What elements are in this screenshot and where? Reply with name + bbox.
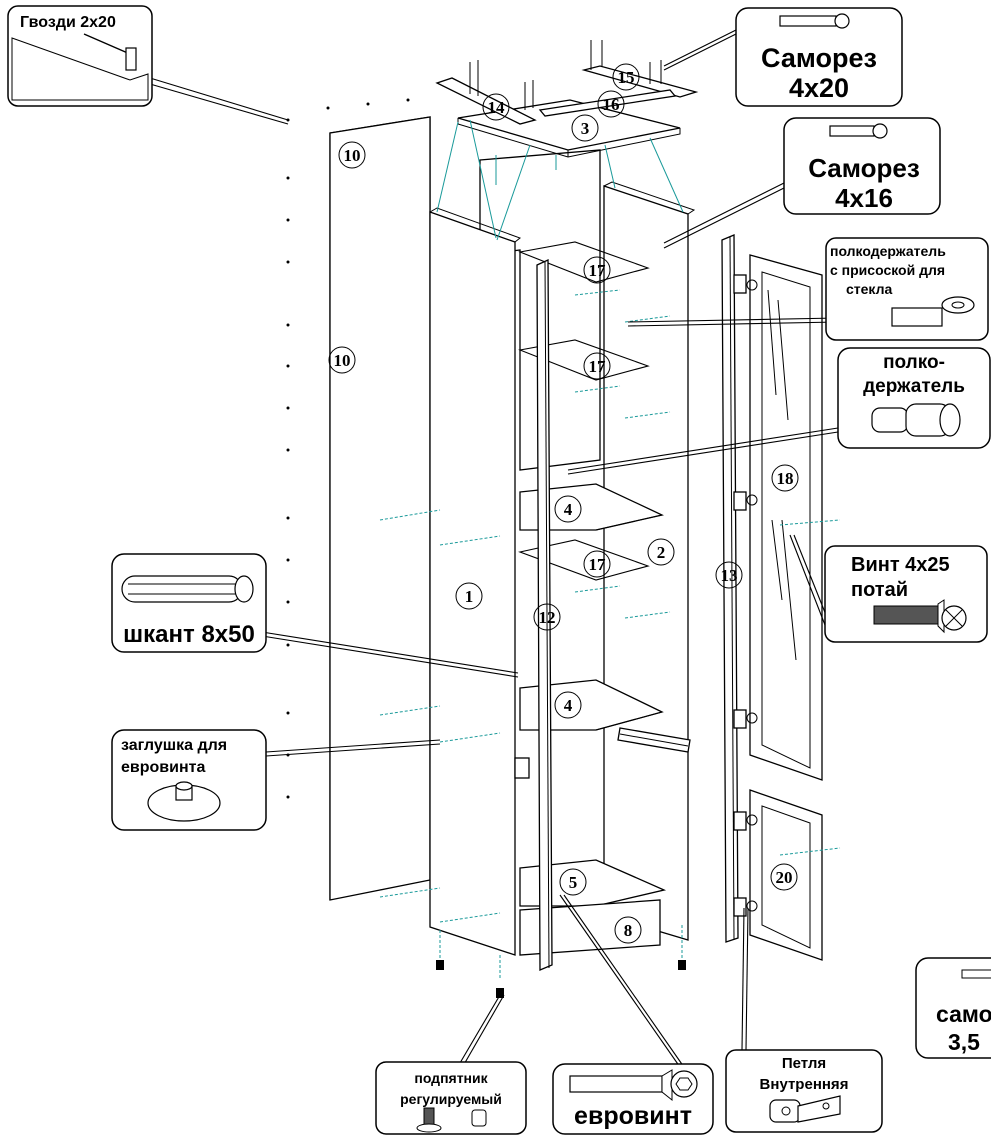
- part-label-17a: 17: [589, 261, 607, 280]
- part-label-4a: 4: [564, 500, 573, 519]
- leader-lines: [149, 29, 839, 1081]
- shelf-holder-line1: полко-: [883, 352, 945, 373]
- cut-screw-line2: 3,5: [948, 1029, 980, 1055]
- callout-eurovint: евровинт: [552, 1063, 714, 1135]
- hinges: [733, 274, 758, 917]
- foot-line2: регулируемый: [400, 1091, 502, 1107]
- screw-icon: [829, 123, 888, 139]
- feet: [436, 960, 686, 998]
- shelf-holder-icon: [871, 403, 961, 437]
- screw-4x16-line2: 4x16: [835, 183, 893, 213]
- glass-holder-line2: с присоской для: [830, 262, 945, 278]
- hammer-icon: [83, 33, 137, 71]
- callout-hinge: Петля Внутренняя: [725, 1049, 883, 1133]
- part-numbers: 10 10 1 14 3 15 16 17 17 17 4 4 2 12 13 …: [328, 63, 799, 944]
- part-label-3: 3: [581, 119, 590, 138]
- part-label-20: 20: [776, 868, 793, 887]
- part-label-10a: 10: [344, 146, 361, 165]
- part-label-17b: 17: [589, 357, 607, 376]
- hinge-line1: Петля: [782, 1055, 826, 1072]
- top-guides: [436, 119, 684, 241]
- screw-icon: [961, 969, 991, 979]
- callout-screw-4x16: Саморез 4x16: [783, 117, 941, 215]
- screw-4x20-line1: Саморез: [761, 43, 877, 73]
- bottom-panels: [519, 859, 667, 956]
- part-label-13: 13: [721, 566, 738, 585]
- part-label-4b: 4: [564, 696, 573, 715]
- callout-cap: заглушка для евровинта: [111, 729, 267, 831]
- part-label-5: 5: [569, 873, 578, 892]
- screw-4x16-line1: Саморез: [808, 153, 920, 183]
- fastener-guides: [379, 289, 841, 980]
- screw-icon: [779, 13, 850, 29]
- eurovint-label: евровинт: [574, 1102, 692, 1130]
- glass-holder-line1: полкодержатель: [830, 243, 946, 259]
- glass-door-18: [749, 254, 823, 781]
- part-label-1: 1: [465, 587, 474, 606]
- wood-shelves-4: [519, 483, 664, 731]
- cut-screw-line1: само: [936, 1001, 991, 1027]
- foot-icon: [416, 1107, 487, 1133]
- hinge-icon: [769, 1095, 841, 1123]
- front-rail-12: [536, 258, 553, 971]
- part-label-17c: 17: [589, 555, 607, 574]
- nails-label: Гвозди 2x20: [20, 14, 116, 31]
- top-rails: [435, 40, 699, 125]
- part-label-14: 14: [488, 98, 506, 117]
- callout-shelf-holder: полко- держатель: [837, 347, 991, 449]
- callout-dowel: шкант 8x50: [111, 553, 267, 653]
- foot-line1: подпятник: [414, 1070, 488, 1086]
- glass-holder-line3: стекла: [846, 281, 893, 297]
- screw-4x20-line2: 4x20: [789, 73, 849, 103]
- part-label-10b: 10: [334, 351, 351, 370]
- part-label-12: 12: [539, 608, 556, 627]
- part-label-15: 15: [618, 68, 635, 87]
- cap-icon: [147, 781, 221, 822]
- callout-foot: подпятник регулируемый: [375, 1061, 527, 1135]
- cap-line1: заглушка для: [121, 737, 227, 754]
- screw-4x25-line2: потай: [851, 579, 908, 601]
- part-label-8: 8: [624, 921, 633, 940]
- part-label-2: 2: [657, 543, 666, 562]
- part-label-16: 16: [603, 95, 620, 114]
- back-panel-10: [329, 116, 431, 901]
- side-panel-2: [603, 181, 696, 941]
- cap-line2: евровинта: [121, 759, 205, 776]
- front-rail-13: [721, 234, 739, 943]
- countersunk-screw-icon: [873, 599, 967, 634]
- drawer-runner: [514, 727, 691, 779]
- shelf-holder-line2: держатель: [863, 376, 965, 397]
- dowel-label: шкант 8x50: [123, 621, 255, 648]
- callout-glass-shelf-holder: полкодержатель с присоской для стекла: [825, 237, 989, 341]
- screw-4x25-line1: Винт 4x25: [851, 554, 950, 576]
- dowel-icon: [121, 575, 254, 603]
- eurovint-icon: [569, 1069, 698, 1102]
- callout-screw-4x20: Саморез 4x20: [735, 7, 903, 107]
- side-panel-1: [429, 207, 522, 956]
- part-label-18: 18: [777, 469, 794, 488]
- callout-screw-4x25: Винт 4x25 потай: [824, 545, 988, 643]
- glass-shelf-holder-icon: [891, 296, 975, 327]
- callout-nails: Гвозди 2x20: [7, 5, 153, 107]
- hinge-line2: Внутренняя: [760, 1076, 849, 1093]
- callout-screw-cut: само 3,5: [915, 957, 991, 1059]
- door-20: [749, 789, 823, 961]
- glass-shelves-17: [518, 241, 650, 581]
